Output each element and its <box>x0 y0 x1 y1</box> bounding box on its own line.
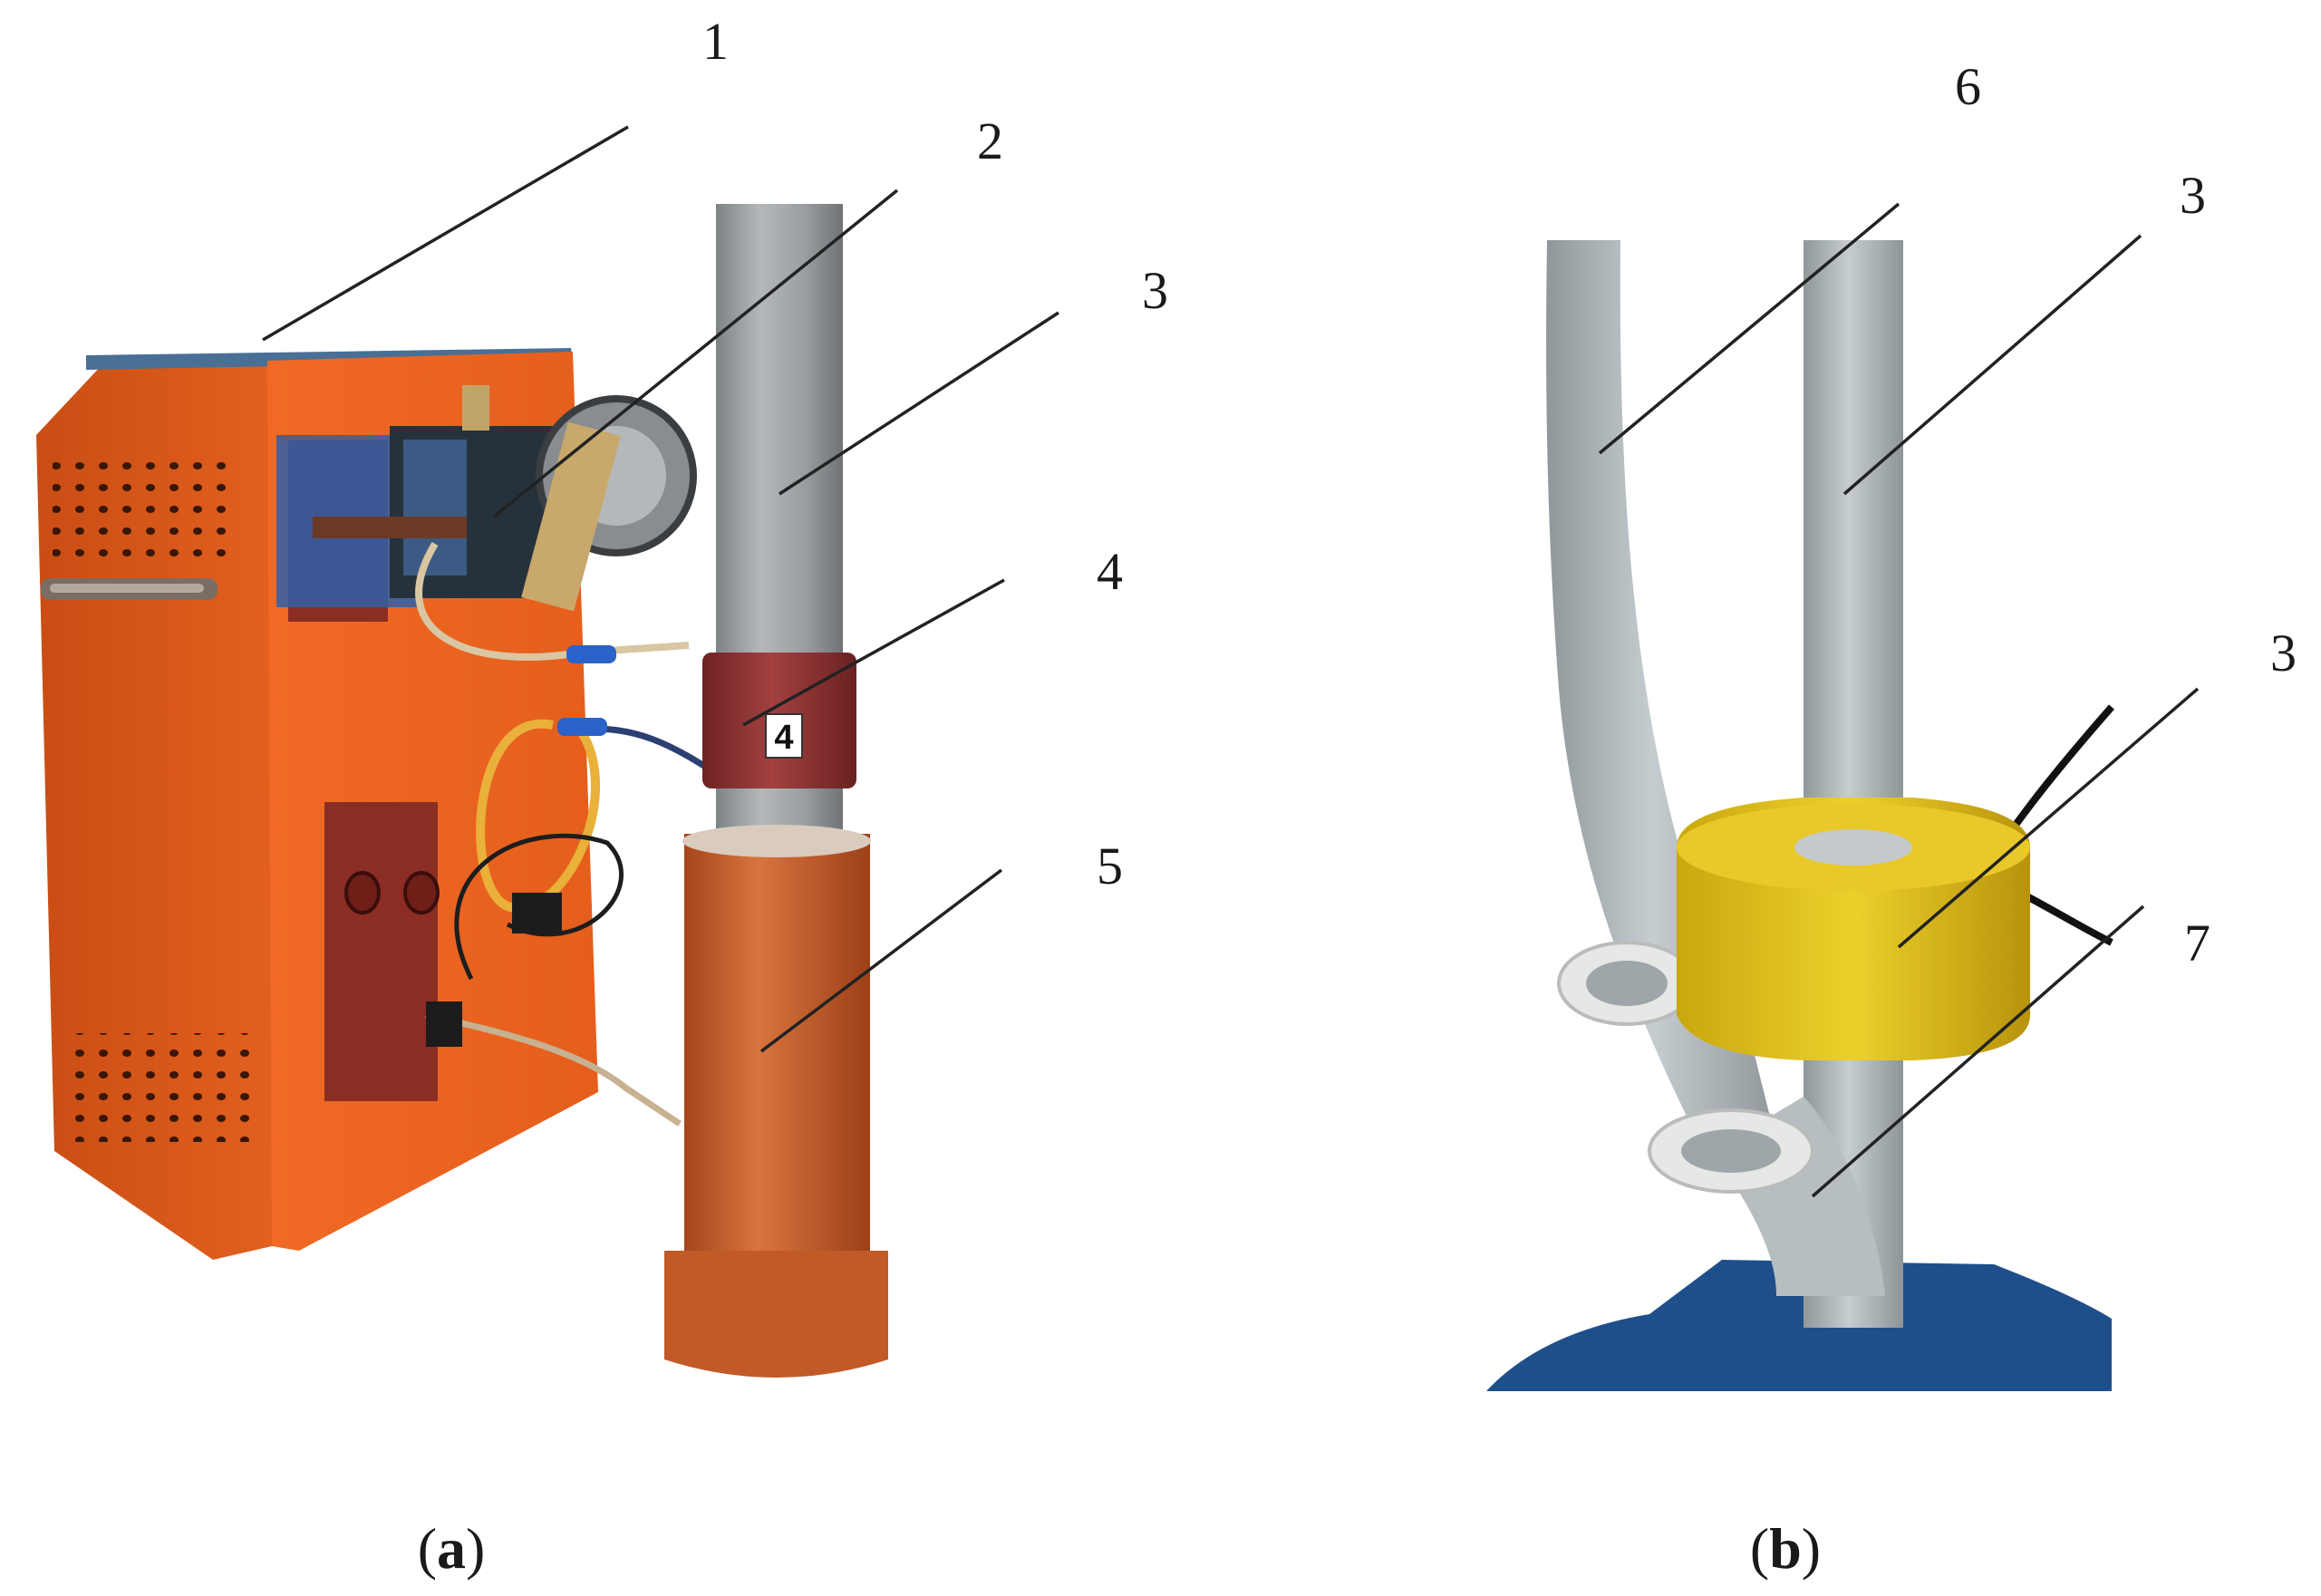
blue-base <box>1486 1260 2112 1391</box>
lower-terminal-plate <box>324 802 438 1101</box>
panel-b-callouts: 6 3 3 7 <box>1955 57 2297 972</box>
callout-a-2: 2 <box>977 111 1003 170</box>
leader-a-2 <box>492 189 899 518</box>
caption-a: (a) <box>418 1516 486 1581</box>
wire-loop-yellow <box>476 719 600 913</box>
leader-b-3-upper <box>1842 234 2142 496</box>
terminal-lug-1 <box>344 871 381 914</box>
terminal-lug-2 <box>403 871 440 914</box>
wire-black-loop <box>454 833 624 981</box>
sleeve-marker-text: 4 <box>774 719 793 757</box>
bushing-upper-hole <box>1586 961 1668 1006</box>
cable-left <box>1546 240 1781 1187</box>
panel-b-photo <box>1486 240 2115 1391</box>
busbar <box>313 517 467 538</box>
leader-a-5 <box>759 868 1003 1053</box>
cabinet-handle-highlight <box>50 584 204 593</box>
outer-pipe-rim <box>682 825 871 857</box>
callout-b-6: 6 <box>1955 57 1981 116</box>
leader-b-6 <box>1598 202 1900 455</box>
connector-blue-2 <box>557 718 607 736</box>
callout-a-5: 5 <box>1097 837 1123 895</box>
plug-lower <box>426 1001 462 1047</box>
toroid-hole <box>1794 829 1912 866</box>
callout-a-4: 4 <box>1097 542 1123 601</box>
panel-a-photo: 4 <box>36 204 888 1378</box>
leader-b-3-lower <box>1897 687 2200 949</box>
wire-beige <box>415 541 690 661</box>
terminal-clip <box>462 385 489 430</box>
callout-b-7: 7 <box>2184 914 2210 972</box>
sleeve-marker-box <box>765 713 803 759</box>
transformer-coil <box>403 440 467 576</box>
callout-b-3-lower: 3 <box>2270 624 2297 682</box>
outer-pipe-socket <box>664 1251 888 1378</box>
callout-b-3-upper: 3 <box>2180 166 2206 225</box>
leader-a-4 <box>742 578 1005 727</box>
vent-holes-upper <box>53 458 234 566</box>
leader-a-1 <box>262 125 629 342</box>
connector-blue <box>566 645 616 663</box>
bushing-lower-hole <box>1681 1129 1781 1173</box>
panel-b-leaders <box>1598 202 2200 1198</box>
callout-a-1: 1 <box>702 12 729 71</box>
panel-a-callouts: 1 2 3 4 5 <box>702 12 1168 895</box>
caption-b: (b) <box>1750 1516 1821 1581</box>
leader-a-3 <box>779 311 1059 496</box>
plug <box>512 893 562 933</box>
vent-holes-lower <box>73 1033 263 1142</box>
leader-b-7 <box>1811 904 2145 1198</box>
panel-a-leaders <box>262 125 1059 1053</box>
gauge-bracket <box>521 421 621 612</box>
callout-a-3: 3 <box>1142 261 1168 320</box>
